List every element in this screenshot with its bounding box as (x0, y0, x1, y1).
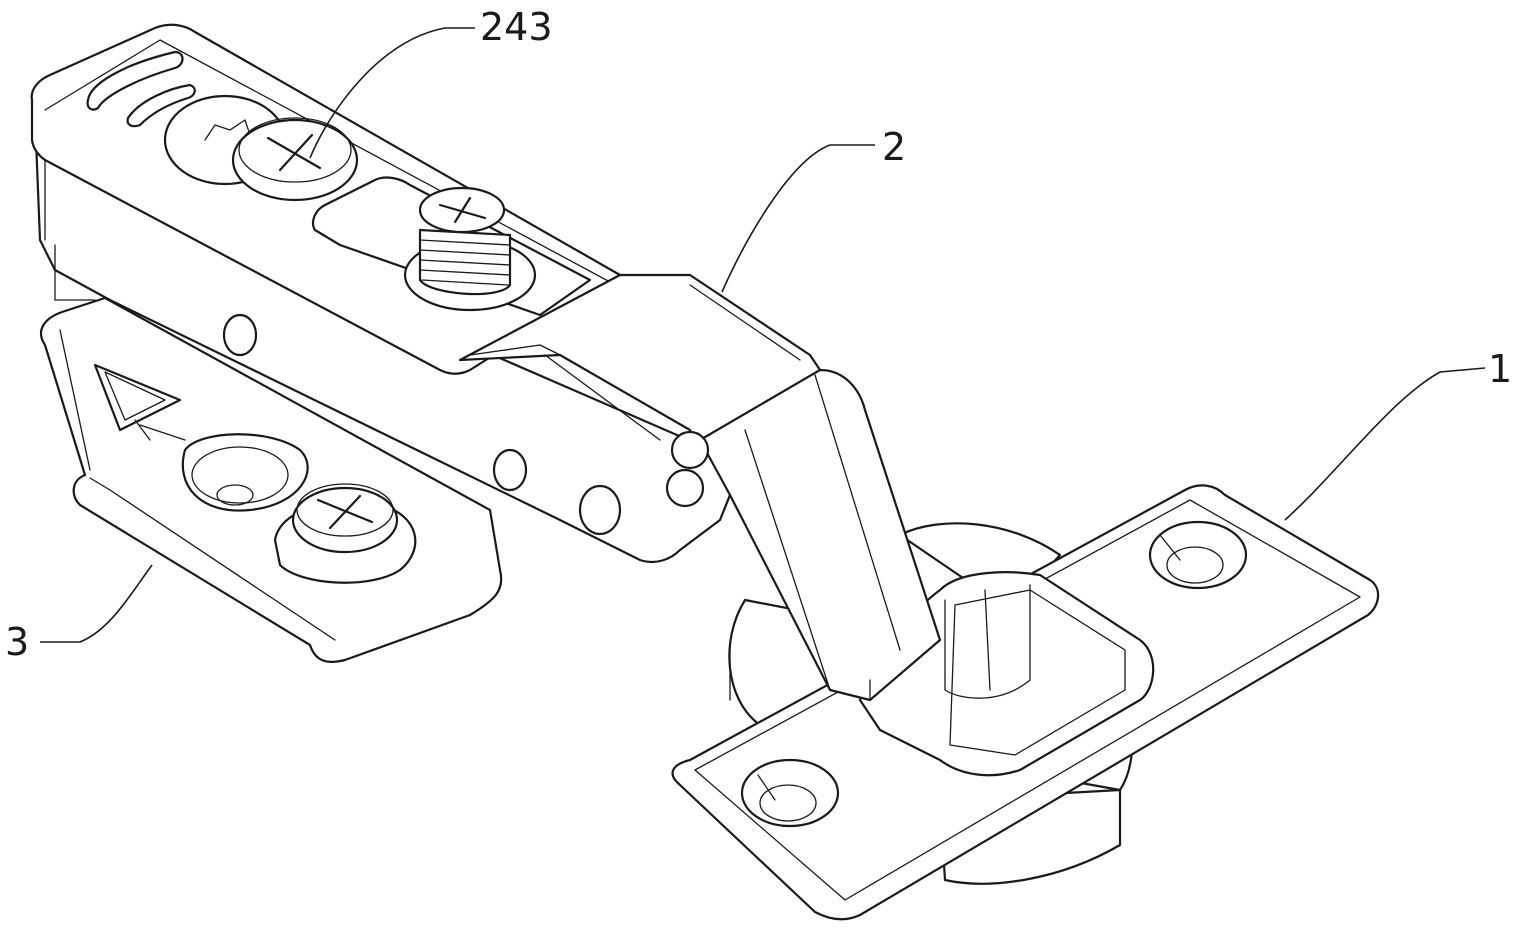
leader-3 (40, 564, 153, 643)
part-1-mounting-plate (671, 484, 1380, 921)
callout-label-2: 2 (882, 125, 906, 169)
callout-label-243: 243 (480, 5, 553, 49)
callout-label-1: 1 (1488, 347, 1512, 391)
part-3-base-plate (39, 296, 503, 663)
leader-243 (309, 27, 475, 159)
callout-leaders (40, 27, 1486, 643)
leader-2 (721, 144, 875, 293)
leader-1 (1284, 367, 1486, 521)
callout-label-3: 3 (5, 620, 29, 664)
part-2-hinge-arm (30, 23, 942, 702)
